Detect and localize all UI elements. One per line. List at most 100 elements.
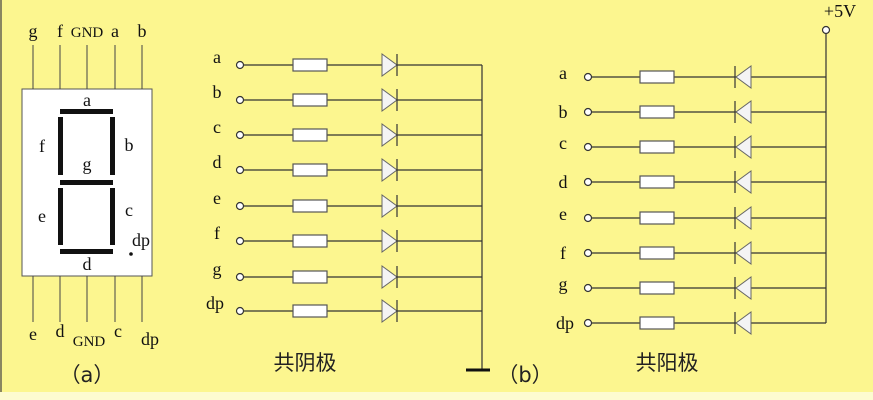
pin-label-top: b [138, 21, 147, 41]
input-terminal [235, 165, 245, 175]
supply-terminal [821, 25, 831, 35]
row-label: dp [206, 293, 224, 313]
diode-led [735, 276, 752, 300]
cathode-row-dp: dp [206, 293, 482, 323]
segment-label: c [125, 200, 133, 220]
cathode-row-c: c [213, 117, 482, 147]
resistor [639, 175, 675, 189]
anode-row-a: a [559, 63, 826, 89]
row-label: b [213, 82, 222, 102]
row-label: f [214, 223, 220, 243]
pin-label-top: g [29, 21, 38, 41]
common-anode-title: 共阳极 [636, 351, 699, 375]
resistor [639, 140, 675, 154]
caption-b: （b） [497, 363, 552, 387]
input-terminal [235, 306, 245, 316]
segment-label: a [83, 90, 91, 110]
diode-led [735, 311, 752, 335]
diode-led [735, 65, 752, 89]
caption-a: （a） [60, 363, 115, 387]
segment-label: f [39, 136, 45, 156]
diode-led [381, 158, 398, 182]
common-cathode-title: 共阴极 [274, 351, 337, 375]
resistor [292, 163, 328, 177]
pin-label-bottom: c [114, 321, 122, 341]
row-label: c [559, 133, 567, 153]
row-label: e [559, 204, 567, 224]
resistor [639, 211, 675, 225]
segment-dp [129, 252, 133, 256]
resistor [292, 234, 328, 248]
segment-e [58, 188, 63, 245]
resistor [292, 93, 328, 107]
input-terminal [235, 201, 245, 211]
cathode-row-d: d [213, 152, 482, 182]
segment-g [60, 180, 113, 185]
segment-label: g [83, 154, 92, 174]
resistor [292, 270, 328, 284]
row-label: a [559, 63, 567, 83]
diode-led [735, 206, 752, 230]
row-label: d [559, 172, 568, 192]
row-label: e [213, 188, 221, 208]
segment-d [60, 249, 113, 254]
segment-label: d [83, 254, 92, 274]
row-label: dp [556, 313, 574, 333]
resistor [292, 58, 328, 72]
supply-label: +5V [824, 1, 856, 21]
resistor [639, 70, 675, 84]
row-label: g [213, 259, 222, 279]
bottom-strip [0, 392, 873, 400]
anode-row-b: b [559, 100, 826, 124]
segment-label: dp [132, 230, 150, 250]
anode-row-e: e [559, 204, 826, 230]
diode-led [381, 194, 398, 218]
pin-label-top: a [111, 21, 119, 41]
input-terminal [583, 72, 593, 82]
input-terminal [235, 236, 245, 246]
diode-led [381, 265, 398, 289]
input-terminal [235, 95, 245, 105]
input-terminal [583, 177, 593, 187]
input-terminal [235, 130, 245, 140]
input-terminal [583, 142, 593, 152]
resistor [292, 304, 328, 318]
pin-label-bottom: e [29, 324, 37, 344]
diode-led [381, 229, 398, 253]
diode-led [381, 53, 398, 77]
cathode-row-g: g [213, 259, 482, 289]
diode-led [735, 100, 752, 124]
resistor [639, 316, 675, 330]
pin-label-top: GND [71, 25, 104, 41]
anode-row-f: f [560, 241, 826, 265]
row-label: d [213, 152, 222, 172]
segment-b [110, 117, 115, 175]
row-label: c [213, 117, 221, 137]
anode-row-d: d [559, 170, 826, 194]
row-label: b [559, 102, 568, 122]
resistor [292, 128, 328, 142]
input-terminal [235, 60, 245, 70]
cathode-row-e: e [213, 188, 482, 218]
resistor [639, 281, 675, 295]
input-terminal [583, 283, 593, 293]
row-label: g [559, 274, 568, 294]
input-terminal [583, 107, 593, 117]
left-border [0, 0, 2, 400]
segment-label: e [38, 206, 46, 226]
input-terminal [583, 213, 593, 223]
pin-label-top: f [57, 21, 63, 41]
cathode-row-f: f [214, 223, 482, 253]
diode-led [735, 170, 752, 194]
input-terminal [235, 272, 245, 282]
diode-led [381, 123, 398, 147]
diode-led [735, 135, 752, 159]
pin-label-bottom: dp [141, 329, 159, 349]
resistor [292, 199, 328, 213]
seven-segment-display: g f GND a b e d GND c dp a b c d e f g d… [21, 21, 159, 387]
diode-led [381, 88, 398, 112]
anode-row-g: g [559, 274, 826, 300]
pin-label-bottom: d [56, 321, 65, 341]
